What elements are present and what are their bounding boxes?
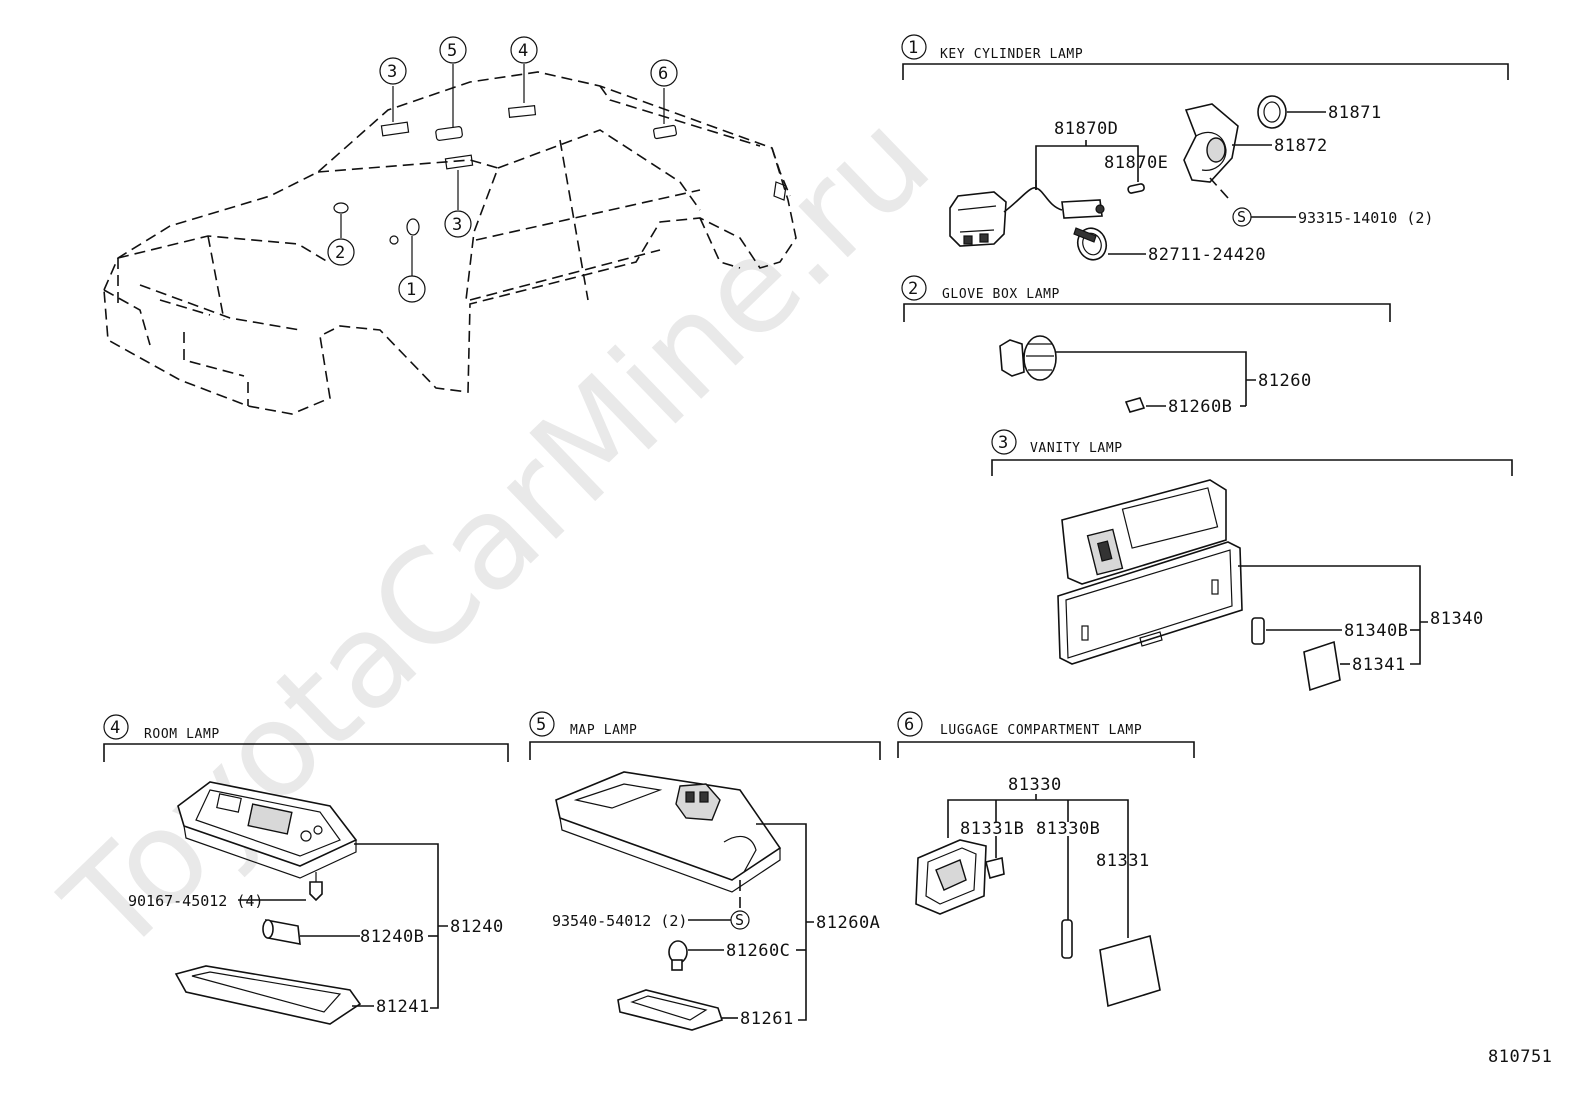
part-81341: 81341 bbox=[1352, 655, 1406, 675]
car-callout-1: 1 bbox=[406, 280, 416, 300]
part-81260C: 81260C bbox=[726, 941, 790, 961]
section-room-lamp: 4 ROOM LAMP 90167-45012 (4) 81240 81240B… bbox=[103, 714, 509, 1025]
section-title-room: ROOM LAMP bbox=[144, 727, 220, 742]
map-screw-symbol-s: S bbox=[735, 911, 744, 929]
section-number-1: 1 bbox=[908, 38, 918, 58]
part-81870D: 81870D bbox=[1054, 119, 1118, 139]
part-81260A: 81260A bbox=[816, 913, 880, 933]
section-map-lamp: 5 MAP LAMP S 93540-54012 (2) 81260A 8126… bbox=[529, 711, 881, 1031]
section-number-6: 6 bbox=[904, 715, 914, 735]
part-81240B: 81240B bbox=[360, 927, 424, 947]
part-81260B: 81260B bbox=[1168, 397, 1232, 417]
section-number-2: 2 bbox=[908, 279, 918, 299]
section-title-map: MAP LAMP bbox=[570, 723, 637, 738]
section-number-3: 3 bbox=[998, 433, 1008, 453]
car-callout-2: 2 bbox=[335, 243, 345, 263]
car-callout-3a: 3 bbox=[387, 62, 397, 82]
section-glove-box-lamp: 2 GLOVE BOX LAMP 81260 81260B bbox=[901, 275, 1391, 417]
part-81872: 81872 bbox=[1274, 136, 1328, 156]
section-key-cylinder-lamp: 1 KEY CYLINDER LAMP S bbox=[901, 34, 1509, 265]
car-callout-5: 5 bbox=[447, 41, 457, 61]
section-vanity-lamp: 3 VANITY LAMP 81340 81340B 81341 bbox=[991, 429, 1513, 692]
screw-symbol-s: S bbox=[1237, 208, 1246, 226]
section-number-4: 4 bbox=[110, 718, 120, 738]
section-number-5: 5 bbox=[536, 715, 546, 735]
part-81260: 81260 bbox=[1258, 371, 1312, 391]
car-callout-3b: 3 bbox=[452, 215, 462, 235]
section-title-glove-box: GLOVE BOX LAMP bbox=[942, 287, 1060, 302]
part-81261: 81261 bbox=[740, 1009, 794, 1029]
part-81871: 81871 bbox=[1328, 103, 1382, 123]
car-illustration: 3 5 4 6 2 3 1 bbox=[103, 36, 797, 415]
part-81340: 81340 bbox=[1430, 609, 1484, 629]
part-90167-45012: 90167-45012 (4) bbox=[128, 892, 263, 910]
part-81330B: 81330B bbox=[1036, 819, 1100, 839]
figure-number: 810751 bbox=[1488, 1047, 1552, 1067]
car-callout-6: 6 bbox=[658, 64, 668, 84]
part-81331B: 81331B bbox=[960, 819, 1024, 839]
part-93315-14010: 93315-14010 (2) bbox=[1298, 209, 1433, 227]
section-luggage-compartment-lamp: 6 LUGGAGE COMPARTMENT LAMP 81330 81331B … bbox=[897, 711, 1195, 1008]
car-callout-4: 4 bbox=[518, 41, 528, 61]
part-81330: 81330 bbox=[1008, 775, 1062, 795]
part-82711-24420: 82711-24420 bbox=[1148, 245, 1266, 265]
part-93540-54012: 93540-54012 (2) bbox=[552, 912, 687, 930]
section-title-vanity: VANITY LAMP bbox=[1030, 441, 1123, 456]
part-81240: 81240 bbox=[450, 917, 504, 937]
watermark: ToyotaCarMine.ru bbox=[35, 84, 958, 983]
section-title-key-cylinder: KEY CYLINDER LAMP bbox=[940, 47, 1083, 62]
part-81340B: 81340B bbox=[1344, 621, 1408, 641]
part-81870E: 81870E bbox=[1104, 153, 1168, 173]
part-81331: 81331 bbox=[1096, 851, 1150, 871]
part-81241: 81241 bbox=[376, 997, 430, 1017]
section-title-luggage: LUGGAGE COMPARTMENT LAMP bbox=[940, 723, 1142, 738]
